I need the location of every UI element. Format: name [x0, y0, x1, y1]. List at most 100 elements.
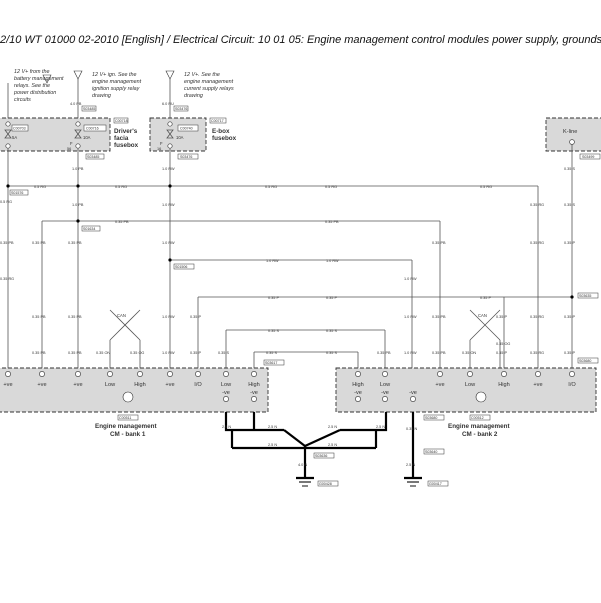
svg-text:0.35 PB: 0.35 PB — [115, 220, 129, 224]
ecm-name: Engine management — [95, 423, 157, 430]
ecm1-pin — [107, 371, 113, 377]
ecm2-pin — [569, 371, 575, 377]
ecm2-pin-label: -ve — [354, 390, 362, 396]
ecm2-pin-label: Low — [380, 382, 391, 388]
fusebox-name: E-box — [212, 128, 230, 135]
can-bank2: CAN — [469, 309, 501, 370]
svg-text:0.35 P: 0.35 P — [564, 241, 575, 245]
ecm2-pin — [501, 371, 507, 377]
ecm2-pin-label: -ve — [409, 390, 417, 396]
ecm2-pin — [355, 396, 361, 402]
ecm2-pin-label: +ve — [435, 382, 444, 388]
can-bank1: CAN — [109, 309, 141, 370]
svg-text:2.5 N: 2.5 N — [268, 425, 277, 429]
ecm1-pin-label: -ve — [222, 390, 230, 396]
fuse-number: 56 — [67, 147, 71, 151]
svg-text:0.35 S: 0.35 S — [326, 351, 337, 355]
svg-text:G00417: G00417 — [429, 482, 442, 486]
svg-text:0.35 RG: 0.35 RG — [0, 277, 14, 281]
ecm2-pin — [467, 371, 473, 377]
note-line: 12 V+ from the — [14, 69, 50, 75]
ecm2-pin-label: Low — [465, 382, 476, 388]
fuse-rating: 10A — [176, 135, 184, 140]
ecm2-pin — [535, 371, 541, 377]
ecm-sub: CM - bank 1 — [110, 431, 146, 438]
ebox-fusebox: C00717 C00740 10A F 16 E-box fusebox S03… — [149, 117, 237, 160]
wire-labels: 0.5 RG 0.5 RG 0.5 RG 0.5 RG 0.5 RG 0.5 R… — [0, 167, 575, 355]
svg-text:0.35 OG: 0.35 OG — [130, 351, 144, 355]
svg-text:1.0 RW: 1.0 RW — [404, 351, 417, 355]
ecm1-pin-label: -ve — [250, 390, 258, 396]
svg-text:0.5 RG: 0.5 RG — [325, 185, 337, 189]
ground-network-1: 2.5 N 2.5 N 2.5 N 2.5 N 2.5 N 2.5 N 4.0 … — [222, 412, 388, 487]
svg-text:0.35 RG: 0.35 RG — [530, 203, 544, 207]
ecm2-pin-label: -ve — [381, 390, 389, 396]
note-ign-supply: 12 V+ ign. See the engine management ign… — [73, 70, 142, 99]
svg-text:0.35 PB: 0.35 PB — [68, 351, 82, 355]
svg-text:0.35 P: 0.35 P — [480, 296, 491, 300]
svg-text:1.0 RW: 1.0 RW — [326, 259, 339, 263]
supply-arrow-icon — [42, 74, 52, 84]
svg-text:2.5 N: 2.5 N — [328, 425, 337, 429]
connector-code: S03485 — [87, 155, 99, 159]
svg-text:0.35 S: 0.35 S — [268, 329, 279, 333]
splice-code: S03635 — [579, 294, 591, 298]
ecm2-pin — [410, 396, 416, 402]
svg-text:1.0 RW: 1.0 RW — [162, 241, 175, 245]
fusebox-name: Driver's — [114, 128, 138, 135]
splice-code: S01576 — [11, 191, 23, 195]
svg-text:0.35 PB: 0.35 PB — [32, 351, 46, 355]
svg-text:0.35 S: 0.35 S — [326, 329, 337, 333]
connector-code: S03476 — [175, 107, 187, 111]
svg-text:1.0 RW: 1.0 RW — [266, 259, 279, 263]
fuse-icon — [74, 129, 82, 139]
ecm1-pin — [75, 371, 81, 377]
svg-text:0.35 PB: 0.35 PB — [32, 315, 46, 319]
svg-text:0.35 S: 0.35 S — [218, 351, 229, 355]
splice-code: S03680 — [579, 359, 591, 363]
fuse-icon — [4, 129, 12, 139]
note-current-supply: 12 V+. See the engine management current… — [165, 70, 234, 99]
ecm2-pin-label: +ve — [533, 382, 542, 388]
connector-code: S03485 — [83, 107, 95, 111]
fusebox-name: fusebox — [212, 135, 237, 142]
note-line: engine management — [92, 79, 142, 85]
svg-text:G00428: G00428 — [319, 482, 332, 486]
svg-text:0.35 S: 0.35 S — [266, 351, 277, 355]
svg-text:1.0 PB: 1.0 PB — [72, 167, 84, 171]
ecm2-pin — [382, 371, 388, 377]
svg-text:0.5 RG: 0.5 RG — [115, 185, 127, 189]
k-line-box: K-line S03499 — [545, 117, 601, 160]
page-title: 2/10 WT 01000 02-2010 [English] / Electr… — [0, 34, 601, 46]
svg-text:0.35 P: 0.35 P — [564, 315, 575, 319]
ecm1-pin-label: High — [134, 382, 146, 388]
svg-text:0.35 RG: 0.35 RG — [530, 351, 544, 355]
svg-text:2.5 N: 2.5 N — [376, 425, 385, 429]
connector-code: C00703 — [13, 127, 26, 131]
ecm-name: Engine management — [448, 423, 510, 430]
ecm1-pin-label: I/O — [194, 382, 202, 388]
ecm1-pin — [251, 371, 257, 377]
supply-arrow-icon — [165, 70, 175, 80]
svg-text:0.35 PB: 0.35 PB — [432, 241, 446, 245]
svg-text:0.35 P: 0.35 P — [190, 351, 201, 355]
connector-code: S03476 — [180, 155, 192, 159]
svg-text:S03680: S03680 — [425, 416, 437, 420]
fusebox-name: facia — [114, 135, 129, 142]
svg-text:1.0 RW: 1.0 RW — [162, 167, 175, 171]
svg-text:CAN: CAN — [478, 313, 487, 318]
note-line: 12 V+. See the — [184, 72, 220, 78]
svg-text:1.0 RW: 1.0 RW — [404, 277, 417, 281]
svg-text:0.35 P: 0.35 P — [326, 296, 337, 300]
ecm2-pin — [355, 371, 361, 377]
ecm1-pin-label: High — [248, 382, 260, 388]
svg-text:1.0 RW: 1.0 RW — [404, 315, 417, 319]
wire-label: 6.0 RU — [162, 102, 174, 106]
ecm1-pin — [251, 396, 257, 402]
svg-text:2.5 N: 2.5 N — [406, 463, 415, 467]
fuse-icon — [166, 129, 174, 139]
note-line: current supply relays — [184, 86, 234, 92]
ecm1-pin-label: +ve — [3, 382, 12, 388]
svg-text:0.35 P: 0.35 P — [268, 296, 279, 300]
splice-code: S03617 — [265, 361, 277, 365]
